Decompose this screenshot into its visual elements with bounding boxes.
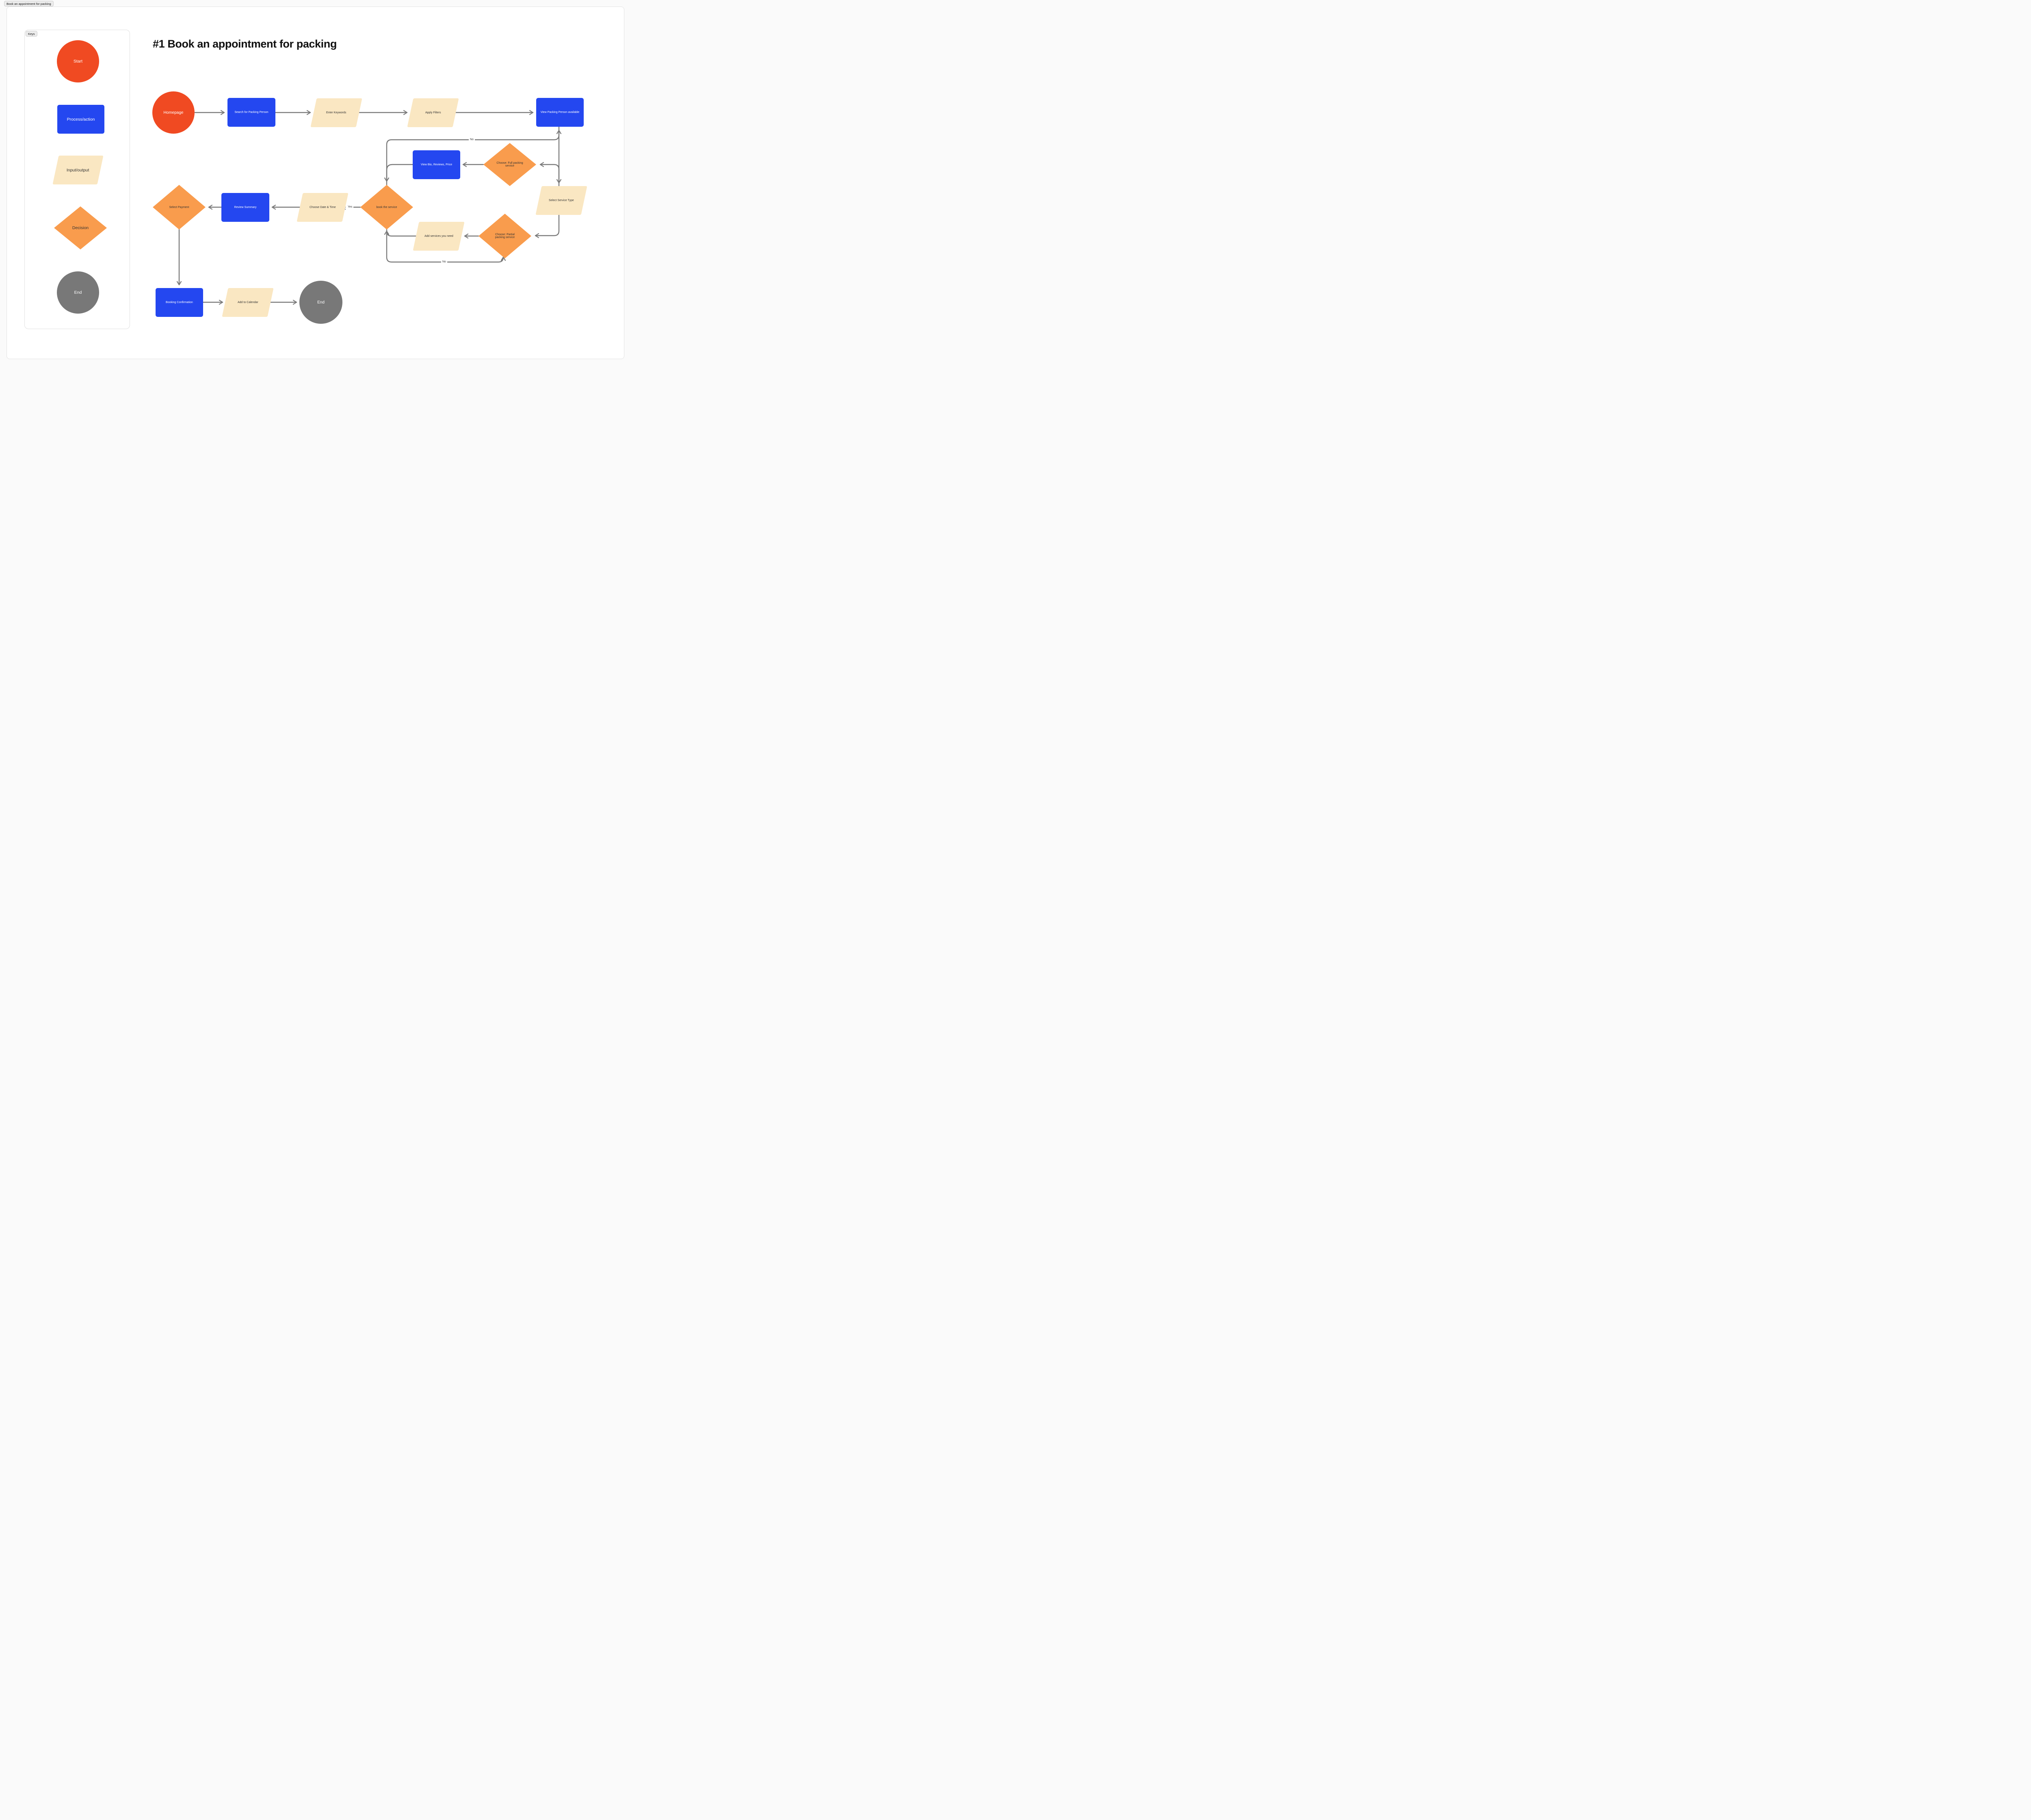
- key-decision-shape[interactable]: Decision: [54, 206, 107, 249]
- key-start-shape[interactable]: Start: [57, 40, 99, 82]
- key-process-shape[interactable]: Process/action: [57, 105, 104, 134]
- node-review-summary-label: Review Summary: [234, 206, 257, 209]
- key-decision-label: Decision: [72, 225, 89, 230]
- node-enter-keywords[interactable]: Enter Keywords: [310, 98, 362, 127]
- key-process-label: Process/action: [67, 117, 95, 122]
- node-view-bio-label: View Bio, Reviews, Price: [420, 163, 453, 166]
- node-select-payment-label: Select Payment: [169, 206, 189, 209]
- node-apply-filters-label: Apply Filters: [425, 111, 441, 114]
- figjam-board: Book an appointment for packing Keys Sta…: [0, 0, 632, 364]
- node-enter-keywords-label: Enter Keywords: [326, 111, 346, 114]
- node-add-services-label: Add services you need: [424, 235, 453, 238]
- key-input-output-shape[interactable]: Input/output: [52, 156, 104, 184]
- node-add-services[interactable]: Add services you need: [413, 222, 465, 251]
- key-end-label: End: [74, 290, 82, 295]
- node-choose-date-label: Choose Date & Time: [309, 206, 336, 209]
- node-search-packing-person[interactable]: Search for Packing Person: [227, 98, 275, 127]
- board-tab[interactable]: Book an appointment for packing: [4, 1, 54, 6]
- edge-label-yes[interactable]: Yes: [346, 205, 354, 209]
- node-add-calendar-label: Add to Calendar: [237, 301, 258, 304]
- keys-panel[interactable]: Keys Start Process/action Input/output D…: [24, 30, 130, 329]
- node-end-label: End: [317, 300, 325, 305]
- key-input-output-label: Input/output: [67, 167, 89, 173]
- node-homepage-label: Homepage: [163, 110, 184, 115]
- keys-panel-tag[interactable]: Keys: [26, 31, 37, 37]
- node-end[interactable]: End: [299, 281, 342, 324]
- node-choose-partial-label: Choose: Partial packing service: [495, 233, 515, 239]
- node-booking-confirmation[interactable]: Booking Confirmation: [156, 288, 203, 317]
- node-search-label: Search for Packing Person: [234, 111, 268, 114]
- node-view-packing-available[interactable]: View Packing Person available: [536, 98, 584, 127]
- edge-label-no-top[interactable]: No: [469, 138, 475, 142]
- node-booking-confirmation-label: Booking Confirmation: [166, 301, 193, 304]
- page-title[interactable]: #1 Book an appointment for packing: [153, 38, 337, 50]
- node-view-packing-label: View Packing Person available: [540, 111, 580, 114]
- node-choose-date-time[interactable]: Choose Date & Time: [297, 193, 349, 222]
- node-homepage[interactable]: Homepage: [152, 91, 195, 134]
- key-start-label: Start: [73, 59, 83, 64]
- node-select-service-type[interactable]: Select Service Type: [535, 186, 587, 215]
- key-end-shape[interactable]: End: [57, 271, 99, 314]
- edge-label-no-bottom[interactable]: No: [441, 260, 447, 264]
- node-choose-full-label: Choose: Full packing service: [496, 162, 523, 167]
- node-view-bio-reviews-price[interactable]: View Bio, Reviews, Price: [413, 150, 460, 179]
- node-review-summary[interactable]: Review Summary: [221, 193, 269, 222]
- node-select-service-label: Select Service Type: [549, 199, 574, 202]
- node-book-service-label: book the service: [376, 206, 397, 209]
- node-add-to-calendar[interactable]: Add to Calendar: [222, 288, 274, 317]
- node-apply-filters[interactable]: Apply Filters: [407, 98, 459, 127]
